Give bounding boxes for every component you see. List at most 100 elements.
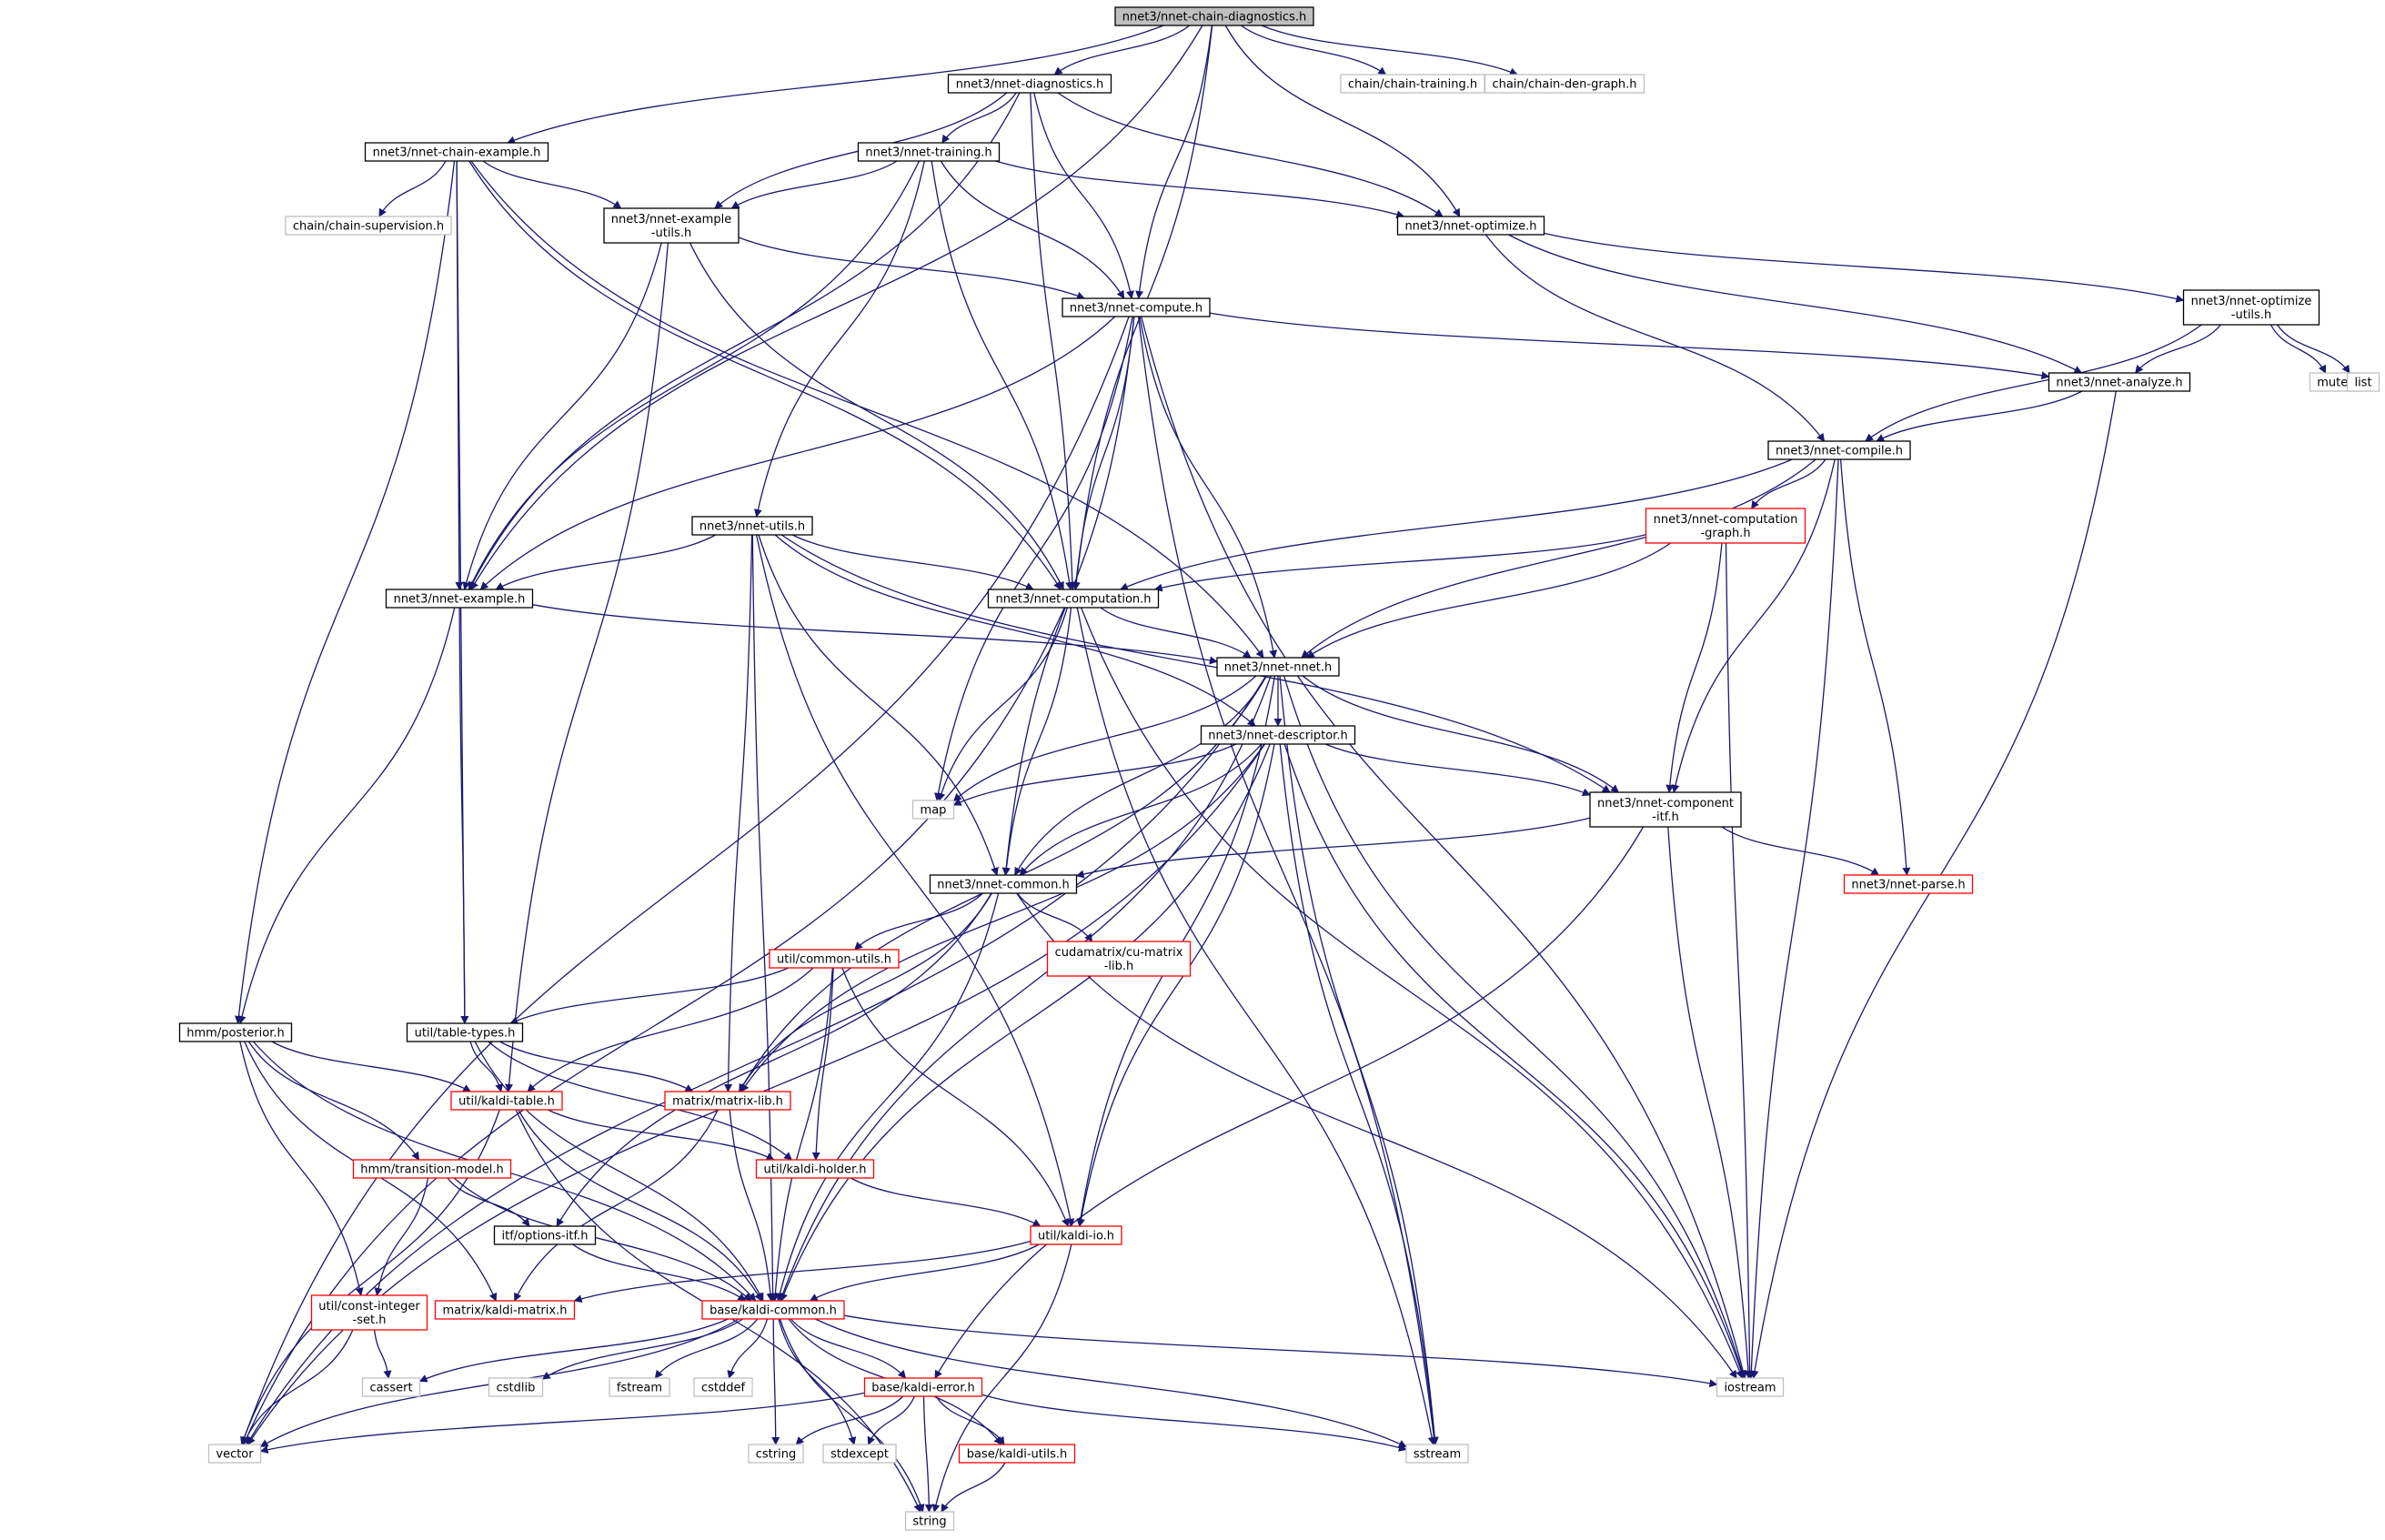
node-optitf[interactable]: itf/options-itf.h bbox=[493, 1225, 597, 1245]
node-compgraph[interactable]: nnet3/nnet-computation-graph.h bbox=[1645, 508, 1806, 544]
node-label-cassert: cassert bbox=[369, 1382, 412, 1395]
node-label-nnet: nnet3/nnet-nnet.h bbox=[1224, 661, 1332, 675]
node-constint[interactable]: util/const-integer-set.h bbox=[310, 1294, 428, 1331]
edge-compitf-to-common bbox=[1075, 817, 1591, 879]
node-kholder[interactable]: util/kaldi-holder.h bbox=[755, 1159, 875, 1179]
edge-cutils-to-ktable bbox=[527, 967, 814, 1092]
edge-computation-to-iostream bbox=[1080, 607, 1744, 1379]
node-box-root bbox=[1114, 6, 1314, 26]
node-example[interactable]: nnet3/nnet-example.h bbox=[385, 589, 534, 609]
node-posterior[interactable]: hmm/posterior.h bbox=[178, 1022, 293, 1042]
node-label-compgraph-line-0: nnet3/nnet-computation bbox=[1654, 513, 1798, 527]
edge-compute-to-computation bbox=[1072, 316, 1135, 590]
edge-nutils-to-computation bbox=[791, 534, 1034, 590]
edge-common-to-cutils bbox=[854, 892, 983, 951]
node-root[interactable]: nnet3/nnet-chain-diagnostics.h bbox=[1114, 6, 1314, 26]
node-optimize[interactable]: nnet3/nnet-optimize.h bbox=[1396, 216, 1545, 236]
node-box-exutils bbox=[603, 207, 740, 244]
node-box-parse bbox=[1843, 874, 1974, 894]
node-compitf[interactable]: nnet3/nnet-component-itf.h bbox=[1589, 791, 1742, 828]
node-label-descriptor: nnet3/nnet-descriptor.h bbox=[1208, 730, 1347, 743]
node-cu[interactable]: cudamatrix/cu-matrix-lib.h bbox=[1046, 941, 1192, 977]
node-kcommon[interactable]: base/kaldi-common.h bbox=[701, 1300, 845, 1320]
edge-cutils-to-kholder bbox=[811, 967, 834, 1161]
edge-training-to-optimize bbox=[995, 160, 1405, 218]
edge-optutils-to-compile bbox=[1865, 324, 2202, 442]
edge-kerror-to-stdexcept bbox=[867, 1395, 915, 1445]
edge-kio-to-kcommon bbox=[809, 1243, 1040, 1302]
edge-training-to-compute bbox=[940, 160, 1125, 299]
edge-tmodel-to-constint bbox=[374, 1177, 429, 1296]
edge-root-to-optimize bbox=[1224, 25, 1461, 217]
edge-computation-to-common bbox=[1001, 607, 1072, 876]
node-label-nutils: nnet3/nnet-utils.h bbox=[699, 520, 805, 534]
node-tabletypes[interactable]: util/table-types.h bbox=[406, 1022, 524, 1042]
edge-compgraph-to-computation bbox=[1153, 534, 1646, 592]
edge-compile-to-parse bbox=[1839, 458, 1911, 876]
edge-kcommon-to-cstring bbox=[771, 1318, 780, 1445]
edge-chex-to-posterior bbox=[234, 160, 456, 1024]
edge-kcommon-to-fstream bbox=[654, 1318, 759, 1379]
node-tmodel[interactable]: hmm/transition-model.h bbox=[352, 1159, 512, 1179]
node-optutils[interactable]: nnet3/nnet-optimize-utils.h bbox=[2182, 289, 2320, 326]
edge-tabletypes-to-kholder bbox=[488, 1041, 792, 1161]
node-parse[interactable]: nnet3/nnet-parse.h bbox=[1843, 874, 1974, 894]
node-label-cutils: util/common-utils.h bbox=[777, 953, 891, 967]
node-compile[interactable]: nnet3/nnet-compile.h bbox=[1767, 440, 1911, 460]
node-kerror[interactable]: base/kaldi-error.h bbox=[863, 1377, 983, 1397]
node-nnet[interactable]: nnet3/nnet-nnet.h bbox=[1216, 657, 1340, 677]
node-descriptor[interactable]: nnet3/nnet-descriptor.h bbox=[1200, 725, 1356, 745]
node-kio[interactable]: util/kaldi-io.h bbox=[1030, 1225, 1122, 1245]
node-label-string: string bbox=[912, 1515, 946, 1529]
edge-nnet-to-compitf bbox=[1302, 675, 1620, 793]
edge-tabletypes-to-kcommon bbox=[474, 1041, 764, 1302]
node-analyze[interactable]: nnet3/nnet-analyze.h bbox=[2048, 372, 2191, 392]
edge-kio-to-kmatrix bbox=[573, 1240, 1031, 1303]
node-kutils[interactable]: base/kaldi-utils.h bbox=[958, 1444, 1076, 1464]
edge-chex-to-computation bbox=[468, 160, 1062, 590]
edge-kcommon-to-stdexcept bbox=[778, 1318, 857, 1445]
node-matlib[interactable]: matrix/matrix-lib.h bbox=[664, 1091, 791, 1111]
node-label-mutex: mutex bbox=[2317, 377, 2355, 390]
edge-nutils-to-common bbox=[758, 534, 999, 876]
node-computation[interactable]: nnet3/nnet-computation.h bbox=[987, 589, 1160, 609]
node-common[interactable]: nnet3/nnet-common.h bbox=[929, 874, 1078, 894]
node-diag[interactable]: nnet3/nnet-diagnostics.h bbox=[947, 74, 1112, 94]
node-label-ktable: util/kaldi-table.h bbox=[458, 1095, 555, 1109]
edge-compile-to-compitf bbox=[1671, 458, 1836, 793]
node-label-optutils-line-0: nnet3/nnet-optimize bbox=[2191, 295, 2312, 308]
node-fstream: fstream bbox=[609, 1377, 670, 1397]
node-chex[interactable]: nnet3/nnet-chain-example.h bbox=[364, 142, 549, 162]
node-kmatrix[interactable]: matrix/kaldi-matrix.h bbox=[434, 1300, 576, 1320]
node-box-cu bbox=[1046, 941, 1192, 977]
node-label-cu-line-1: -lib.h bbox=[1104, 960, 1134, 973]
edge-compile-to-computation bbox=[1119, 458, 1793, 590]
edge-compitf-to-iostream bbox=[1667, 826, 1753, 1379]
edge-root-to-compute bbox=[1135, 25, 1213, 299]
node-cutils[interactable]: util/common-utils.h bbox=[769, 949, 900, 969]
node-training[interactable]: nnet3/nnet-training.h bbox=[857, 142, 1001, 162]
node-nutils[interactable]: nnet3/nnet-utils.h bbox=[691, 516, 813, 536]
node-box-compitf bbox=[1589, 791, 1742, 828]
node-box-nutils bbox=[691, 516, 813, 536]
edge-descriptor-to-map bbox=[952, 743, 1237, 806]
node-box-constint bbox=[310, 1294, 428, 1331]
node-label-stdexcept: stdexcept bbox=[830, 1448, 889, 1462]
edge-chex-to-nnet bbox=[470, 160, 1264, 659]
edge-nutils-to-kio bbox=[755, 534, 1075, 1227]
node-box-nnet bbox=[1216, 657, 1340, 677]
node-box-compile bbox=[1767, 440, 1911, 460]
node-exutils[interactable]: nnet3/nnet-example-utils.h bbox=[603, 207, 740, 244]
edge-nutils-to-matlib bbox=[724, 534, 753, 1092]
node-box-string bbox=[904, 1511, 955, 1531]
node-compute[interactable]: nnet3/nnet-compute.h bbox=[1062, 297, 1211, 317]
edge-tabletypes-to-ktable bbox=[469, 1041, 504, 1092]
edge-computation-to-map bbox=[937, 607, 1069, 801]
node-ktable[interactable]: util/kaldi-table.h bbox=[450, 1091, 563, 1111]
edge-descriptor-to-common bbox=[1019, 743, 1263, 876]
edge-training-to-nutils bbox=[754, 160, 925, 518]
edge-ktable-to-kholder bbox=[547, 1109, 775, 1161]
node-label-optutils-line-1: -utils.h bbox=[2231, 308, 2271, 322]
node-box-common bbox=[929, 874, 1078, 894]
